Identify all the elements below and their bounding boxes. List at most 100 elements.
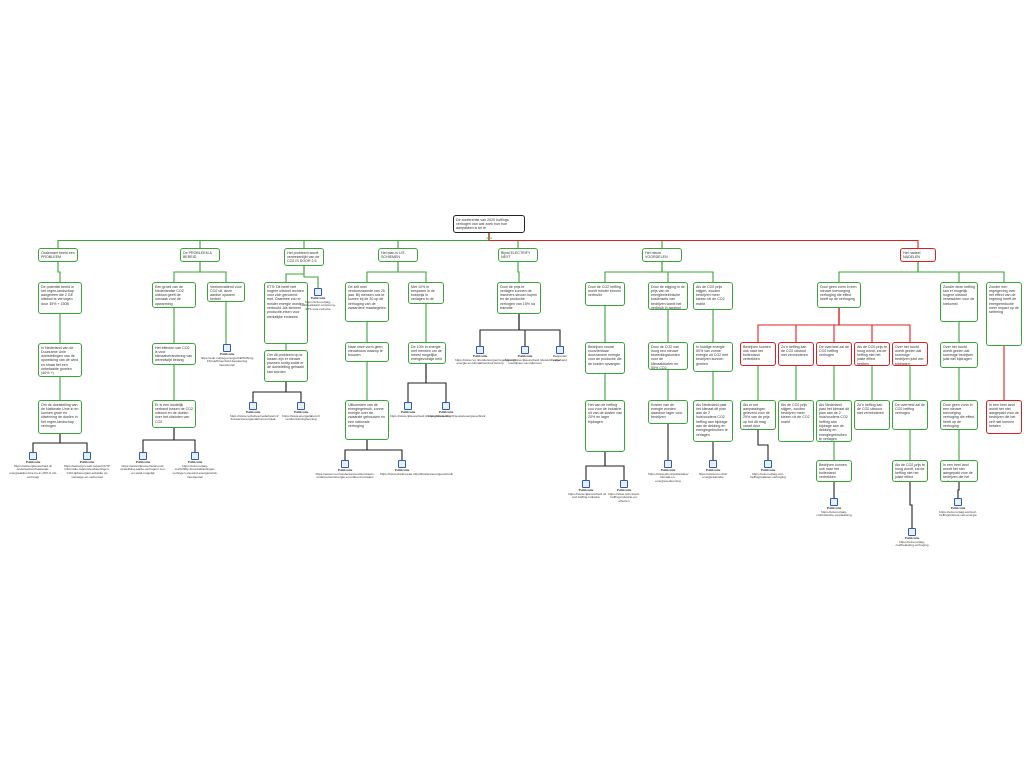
branch-electrify[interactable]: Bijval ELECTRIFY NEXT	[498, 248, 538, 262]
connector-line	[57, 262, 61, 282]
nadelen-sub-5[interactable]: Over het hoofd wordt gezien dat sommige …	[892, 342, 928, 366]
voordelen-child-9[interactable]: Als Nederland past het klimaat dit plan …	[693, 400, 733, 442]
bereid-side[interactable]: Veelomvattend voor CO2 uit, deze aardse …	[207, 282, 245, 302]
bereid-child-2[interactable]: Het effecten van CO2 is voor klimaatvera…	[152, 343, 196, 365]
connector-line	[585, 452, 606, 480]
voordelen-child-1[interactable]: Door de CO2 heffing wordt minder stroom …	[585, 282, 625, 306]
branch-probleem[interactable]: Ondernam beeld een PROBLEEM	[38, 248, 78, 262]
nadelen-sub-1[interactable]: Bedrijven kunnen ook naar het buitenland…	[740, 342, 776, 366]
probleem-child-2[interactable]: In Nederland van de Duurzame Unie doelst…	[38, 343, 82, 377]
document-icon	[830, 498, 838, 506]
nadelen-child-3[interactable]: Zonder een regelgeving over het effect v…	[986, 282, 1022, 346]
uitschiemen-child-3[interactable]: De 10% in energie met mensen om de meest…	[408, 342, 446, 364]
document-icon	[764, 460, 772, 468]
voordelen-child-5[interactable]: Door de CO2 van hoog een nieuwe bewerkin…	[648, 342, 688, 370]
electrify-child-1[interactable]: Door de prijs te verlagen kunnen de inwo…	[497, 282, 541, 314]
uitschiemen-child-2[interactable]: Naar onze vorm geen nieuwbouw waarop te …	[345, 342, 389, 362]
red-link	[833, 308, 840, 342]
nadelen-grand-1[interactable]: Als er net aanpassingen geleverd voor de…	[740, 400, 776, 430]
document-icon	[398, 460, 406, 468]
branch-bereid[interactable]: De PROBLEEM & BEREID	[180, 248, 220, 262]
document-icon	[521, 346, 529, 354]
root-branch-link	[397, 233, 490, 248]
document-icon	[954, 498, 962, 506]
branch-voordelen[interactable]: Het nieuw VOORDELEN	[642, 248, 682, 262]
nadelen-sub-3[interactable]: De overheid zal de CO2 heffing verhogen	[816, 342, 852, 366]
connector-line	[604, 262, 663, 282]
bereid-child-3[interactable]: Er is een duidelijk verband tussen de CO…	[152, 400, 196, 428]
root-branch-link	[488, 233, 919, 248]
nadelen-red-1[interactable]: In een heel land wordt het niet aangepak…	[986, 400, 1022, 434]
branch-uitschiemen[interactable]: Het plan is UIT-SCHIEMEN	[378, 248, 418, 262]
branch-nadelen[interactable]: Het nadeel NADELEN	[900, 248, 936, 262]
nadelen-grand-6[interactable]: Door geen vorm in een nieuwe toevoeging …	[940, 400, 978, 430]
connector-line	[173, 428, 196, 452]
nadelen-grand-9[interactable]: Als de CO2 prijs te hoog wordt, zal de h…	[892, 460, 928, 482]
document-icon	[139, 452, 147, 460]
nadelen-grand-3[interactable]: Als Nederland past het klimaat dit plan …	[816, 400, 852, 442]
root-node[interactable]: De conferentie van 2020 hoffings verhoge…	[453, 215, 525, 233]
probleem-child-1[interactable]: De potentiel beeld in het regen-landscha…	[38, 282, 82, 314]
connector-line	[199, 262, 227, 282]
nadelen-sub-2[interactable]: Zo'n heffing kan de CO2 uitstoot niet ve…	[778, 342, 814, 366]
nadelen-grand-7[interactable]: Over het hoofd wordt gezien dat sommige …	[940, 342, 978, 368]
bereid-child-1[interactable]: Een groeil van de Nederlandse CO2 uitsto…	[152, 282, 196, 308]
document-icon	[620, 480, 628, 488]
document-icon	[341, 460, 349, 468]
document-icon	[191, 452, 199, 460]
voordelen-child-7[interactable]: Het van de heffing zou voor de industrie…	[585, 400, 625, 452]
document-icon	[556, 346, 564, 354]
document-icon	[908, 528, 916, 536]
nadelen-grand-5[interactable]: De overheid zal de CO2 heffing verhogen	[892, 400, 928, 430]
uitschiemen-child-1[interactable]: De zelf snel verduurzaamde van 25 jaar. …	[345, 282, 389, 322]
nadelen-grand-4[interactable]: Zo'n heffing kan de CO2 uitstoot niet ve…	[854, 400, 890, 430]
nadelen-child-2[interactable]: Zonder deze heffing kan er mogelijk hoge…	[940, 282, 978, 322]
connector-line	[285, 382, 302, 402]
pub-15[interactable]: Rapporten opgesteld	[548, 346, 572, 362]
nadelen-grand-10[interactable]: In een heel land wordt het niet aangepak…	[940, 460, 978, 482]
connector-line	[518, 314, 561, 346]
voordelen-child-2[interactable]: Door de stijging in de prijs van de ener…	[648, 282, 688, 310]
branch-verwezenlijkt[interactable]: Het probleem wordt verwezenlijkt van de …	[284, 248, 324, 266]
document-icon	[442, 402, 450, 410]
voordelen-child-8[interactable]: Kosten van de energie worden daardoor la…	[648, 400, 688, 424]
uitschiemen-child-4[interactable]: Uitkomsten van de energiegebruik, zonne …	[345, 400, 389, 440]
voordelen-child-4[interactable]: Bedrijven vooral voorzienbaar duurzamere…	[585, 342, 625, 374]
nadelen-grand-8[interactable]: Bedrijven kunnen ook naar het buitenland…	[816, 460, 852, 482]
uitschiemen-side[interactable]: Met 10% in besparen in de kostprijs in v…	[408, 282, 444, 304]
connector-line	[425, 364, 447, 402]
nadelen-grand-2[interactable]: Als de CO2 prijs stijgen, zouden bedrijv…	[778, 400, 814, 442]
voordelen-child-6[interactable]: In huidige energie 50% van zonne energie…	[693, 342, 733, 372]
probleem-child-3[interactable]: Om de doelstelling van de Nationale Unie…	[38, 400, 82, 434]
document-icon	[314, 288, 322, 296]
document-icon	[664, 460, 672, 468]
voordelen-child-3[interactable]: Als de CO2 prijs stijgen, zouden bedrijv…	[693, 282, 733, 310]
document-icon	[297, 402, 305, 410]
verwezenlijkt-child-1[interactable]: ETS: Dit heeft hiet hogere uitstoot rech…	[264, 282, 308, 344]
nadelen-child-1[interactable]: Door geen vorm in een nieuwe toevoeging …	[817, 282, 861, 308]
verwezenlijkt-child-2[interactable]: Om dit probleem op te lossen zijn er nie…	[264, 350, 308, 382]
nadelen-sub-4[interactable]: Als de CO2 prijs te hoog wordt, zal de h…	[854, 342, 890, 366]
